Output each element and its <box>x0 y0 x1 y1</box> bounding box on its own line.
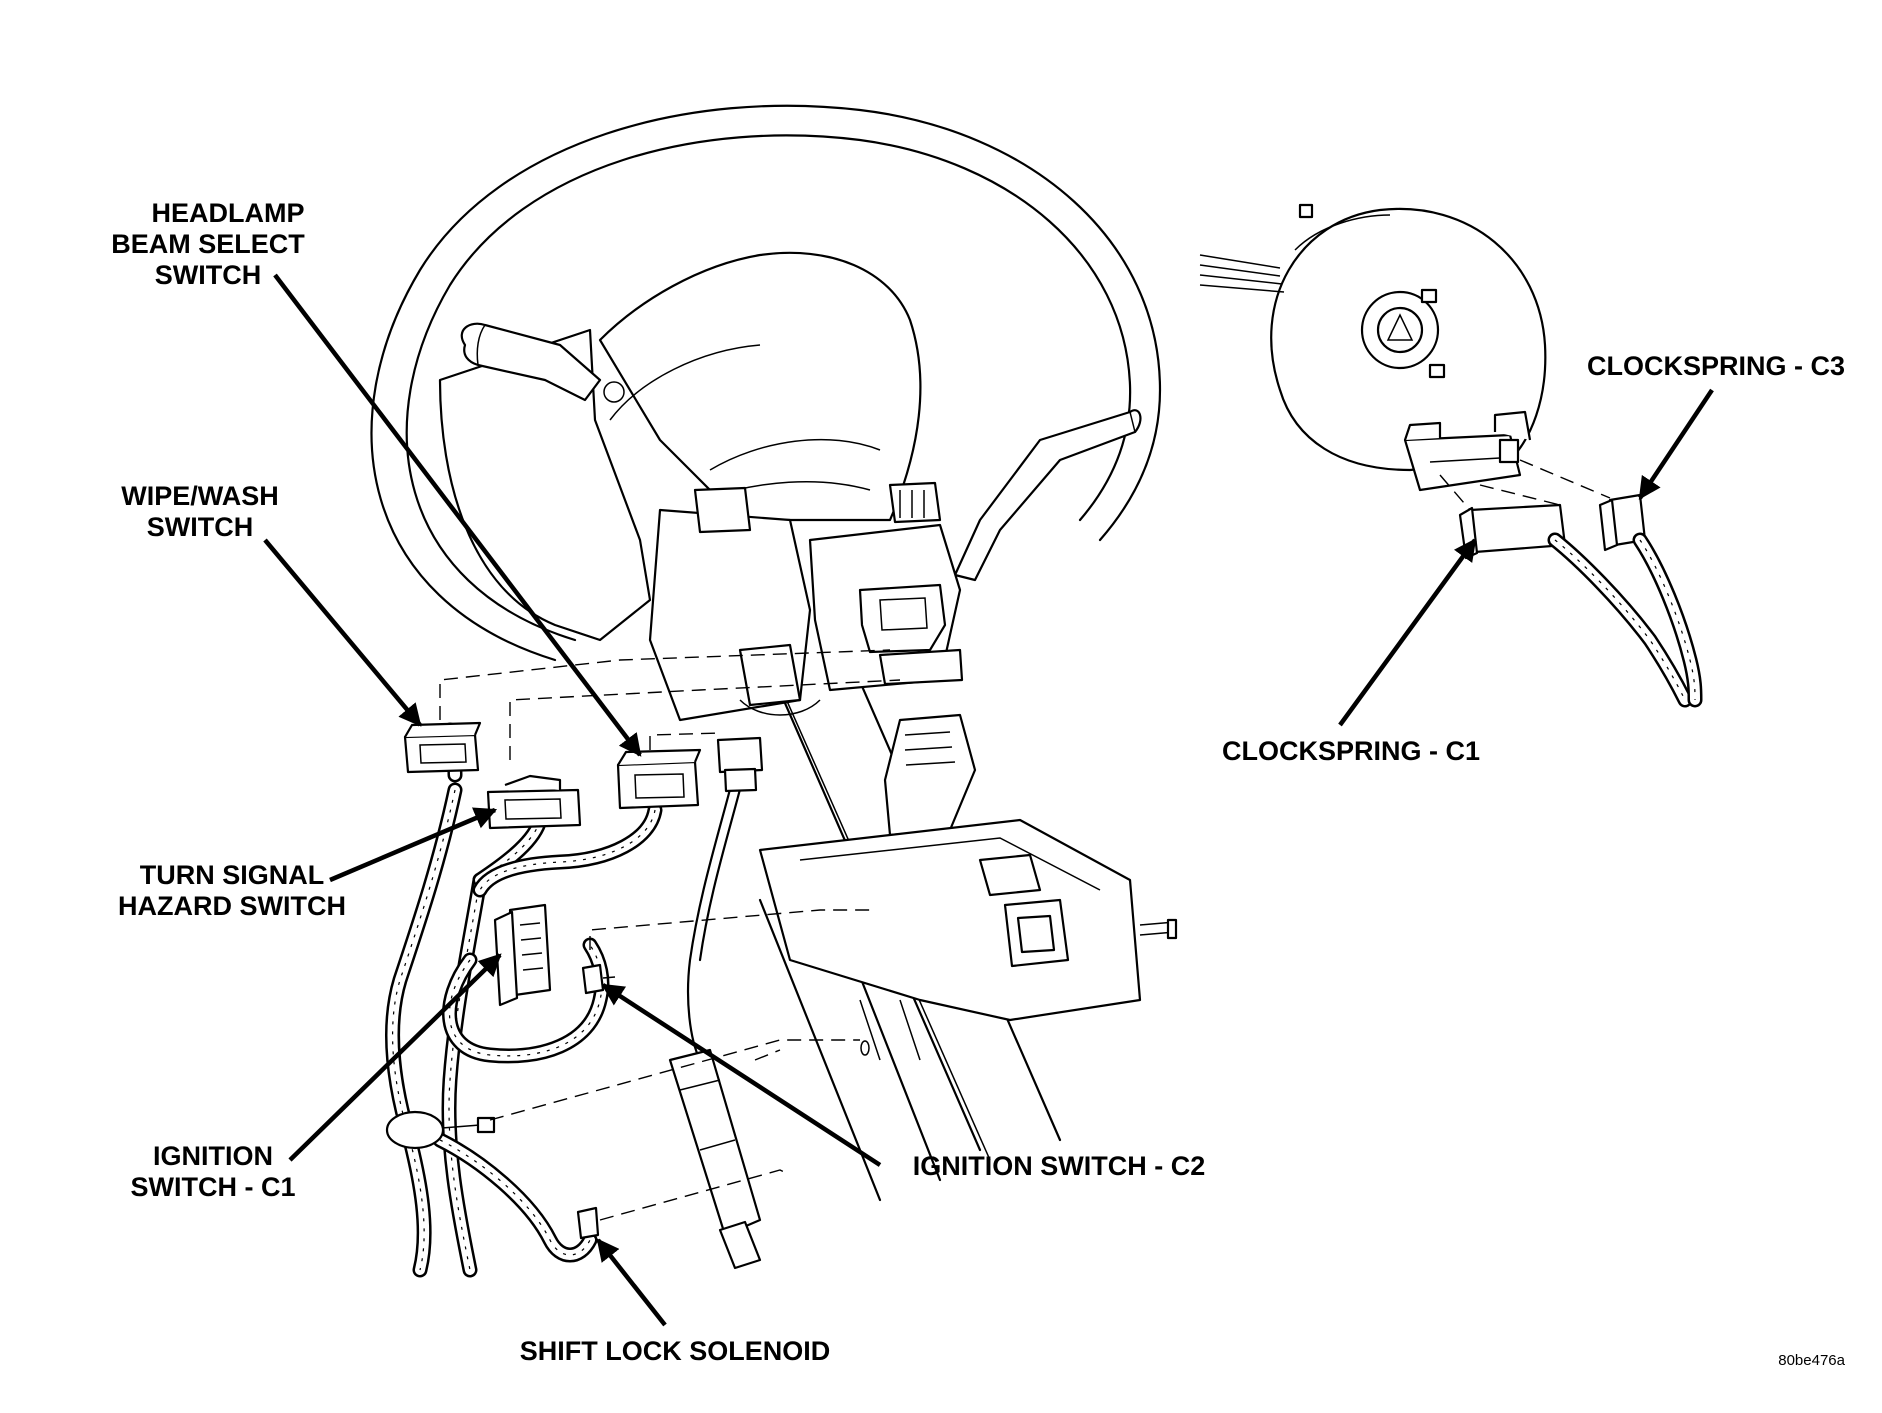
callout-labels: HEADLAMP BEAM SELECT SWITCH WIPE/WASH SW… <box>111 198 1845 1369</box>
clockspring-assembly <box>1199 203 1703 708</box>
ignition-c1-label-line2: SWITCH - C1 <box>131 1172 296 1202</box>
headlamp-label-line2: BEAM SELECT <box>111 229 305 259</box>
phantom-lines <box>439 649 901 1221</box>
turn-signal-connector <box>486 774 582 830</box>
shift-lock-solenoid <box>668 1048 762 1270</box>
column-connector <box>716 736 764 793</box>
wipe-wash-label-line1: WIPE/WASH <box>121 481 279 511</box>
ignition-c1-connector <box>493 903 552 1007</box>
shift-lock-connector <box>576 1206 600 1240</box>
figure-code: 80be476a <box>1778 1352 1845 1369</box>
steering-hub <box>438 251 922 642</box>
steering-wheel <box>370 104 1162 662</box>
wipe-wash-connector <box>403 721 482 774</box>
shift-lock-label: SHIFT LOCK SOLENOID <box>520 1336 831 1366</box>
ignition-c2-leader <box>601 983 882 1167</box>
wiper-stalk <box>460 322 602 402</box>
ignition-c1-label-line1: IGNITION <box>153 1141 273 1171</box>
headlamp-leader <box>273 273 642 757</box>
clockspring-c3-label: CLOCKSPRING - C3 <box>1587 351 1845 381</box>
turn-signal-label-line2: HAZARD SWITCH <box>118 891 346 921</box>
turn-signal-leader <box>329 807 498 883</box>
ignition-c2-label: IGNITION SWITCH - C2 <box>913 1151 1206 1181</box>
turn-signal-label-line1: TURN SIGNAL <box>140 860 325 890</box>
leader-arrows <box>263 273 1714 1327</box>
headlamp-label-line3: SWITCH <box>155 260 261 290</box>
clockspring-c3-leader <box>1638 388 1714 500</box>
clockspring-c1-leader <box>1338 538 1477 727</box>
headlamp-connector <box>616 748 702 810</box>
clockspring-c1-label: CLOCKSPRING - C1 <box>1222 736 1480 766</box>
headlamp-label-line1: HEADLAMP <box>152 198 305 228</box>
wipe-wash-leader <box>263 538 422 727</box>
ignition-c1-leader <box>288 953 502 1162</box>
steering-column <box>648 481 1178 1202</box>
turn-signal-stalk <box>953 409 1142 582</box>
shift-lock-leader <box>596 1238 667 1327</box>
wipe-wash-label-line2: SWITCH <box>147 512 253 542</box>
